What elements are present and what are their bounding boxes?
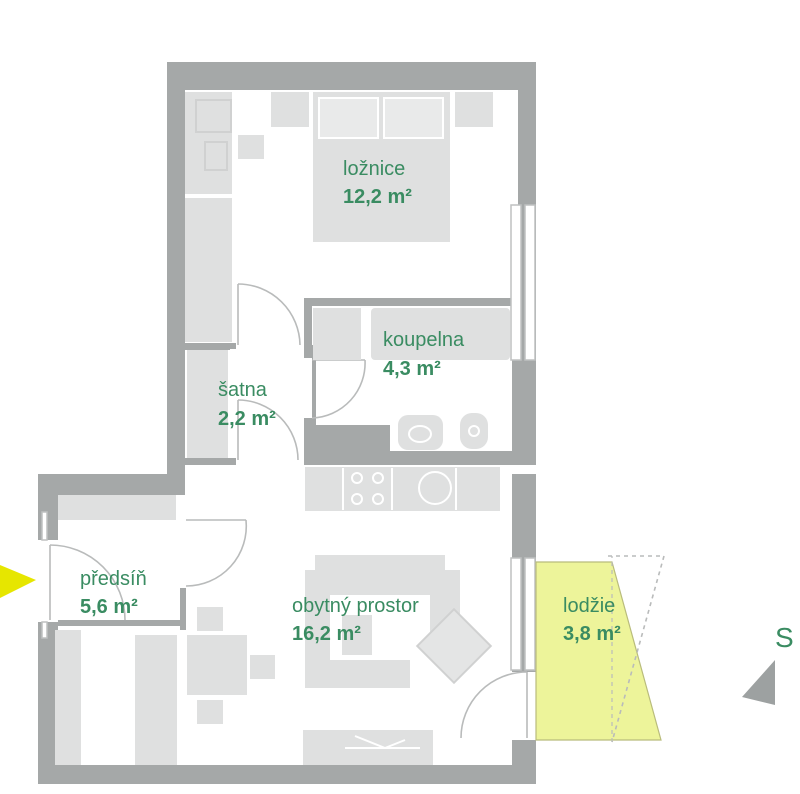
room-name-satna: šatna bbox=[218, 379, 268, 401]
entrance-arrow-icon bbox=[0, 565, 36, 598]
room-area-koupelna: 4,3 m² bbox=[383, 358, 441, 380]
loggia bbox=[535, 555, 665, 743]
windows bbox=[41, 204, 536, 671]
north-arrow-icon bbox=[742, 660, 775, 705]
living-room-furniture bbox=[187, 555, 493, 765]
room-name-koupelna: koupelna bbox=[383, 329, 465, 351]
compass: S bbox=[742, 622, 794, 705]
doors bbox=[38, 283, 536, 740]
room-labels: ložnice 12,2 m² koupelna 4,3 m² šatna 2,… bbox=[80, 158, 621, 645]
room-area-loznice: 12,2 m² bbox=[343, 186, 412, 208]
compass-letter: S bbox=[775, 622, 794, 653]
bedroom-furniture bbox=[185, 92, 493, 342]
room-name-lodzie: lodžie bbox=[563, 595, 615, 617]
hallway-furniture bbox=[55, 495, 177, 765]
room-area-satna: 2,2 m² bbox=[218, 408, 276, 430]
room-name-predsin: předsíň bbox=[80, 568, 147, 590]
room-name-loznice: ložnice bbox=[343, 158, 405, 180]
room-area-predsin: 5,6 m² bbox=[80, 596, 138, 618]
room-area-lodzie: 3,8 m² bbox=[563, 623, 621, 645]
wardrobe-shelf bbox=[187, 350, 228, 458]
room-area-obytny: 16,2 m² bbox=[292, 623, 361, 645]
bathroom-fixtures bbox=[313, 308, 510, 450]
room-name-obytny: obytný prostor bbox=[292, 595, 419, 617]
kitchen-counter bbox=[305, 467, 500, 511]
